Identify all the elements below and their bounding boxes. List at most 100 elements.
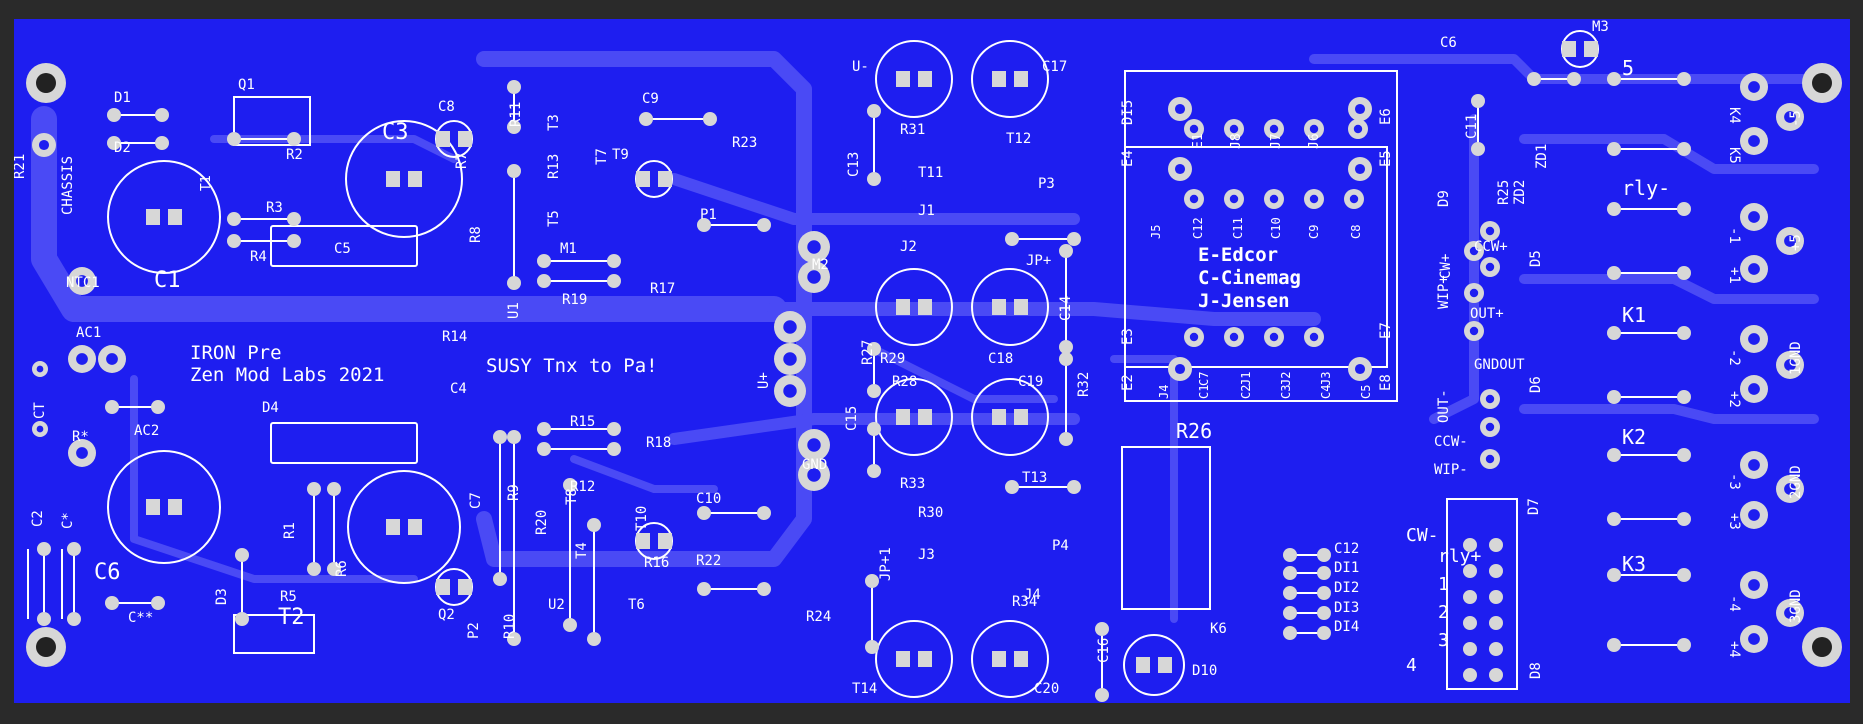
pad-hole [1354, 363, 1366, 375]
pad [757, 582, 771, 596]
pad-hole [783, 384, 797, 398]
label-c20: C20 [1034, 681, 1059, 697]
capacitor-pad [1014, 651, 1028, 667]
capacitor-outline [345, 120, 463, 238]
label-c7: C7 [468, 492, 484, 509]
label-di1: DI1 [1334, 560, 1359, 576]
label-r7: R7 [454, 152, 470, 169]
label-r-: R* [72, 429, 89, 445]
label-r10: R10 [502, 614, 518, 639]
pad-hole [1269, 332, 1279, 342]
pad [867, 422, 881, 436]
pad [865, 574, 879, 588]
pad [1607, 142, 1621, 156]
pad [235, 548, 249, 562]
label-3: 3 [1438, 630, 1449, 651]
label-u-: U+ [756, 372, 772, 389]
capacitors [107, 30, 1599, 698]
label-j7: J7 [1269, 133, 1284, 149]
mounting-hole-center [1812, 637, 1832, 657]
pad-hole [76, 447, 88, 459]
pad [227, 234, 241, 248]
pad [537, 422, 551, 436]
capacitor-pad [408, 171, 422, 187]
label-t10: T10 [634, 506, 650, 531]
label-out-: OUT+ [1470, 306, 1504, 322]
label-k5: K5 [1726, 147, 1742, 164]
label-c2: C2 [1239, 385, 1253, 399]
label-t12: T12 [1006, 131, 1031, 147]
capacitor-pad [992, 71, 1006, 87]
header-pin [1463, 564, 1477, 578]
label-4: 4 [1406, 655, 1417, 676]
label-cw-: CW- [1406, 525, 1439, 546]
label-t14: T14 [852, 681, 877, 697]
label-p3: P3 [1038, 176, 1055, 192]
pad [1471, 142, 1485, 156]
label-1: 1 [1438, 574, 1449, 595]
label-jp-1: JP+1 [878, 547, 894, 581]
label-c6: C6 [94, 560, 121, 585]
label-c19: C19 [1018, 374, 1043, 390]
board-credit: SUSY Tnx to Pa! [486, 355, 658, 377]
label-c-: C** [128, 610, 153, 626]
pad [155, 136, 169, 150]
label-j6: J6 [1307, 133, 1322, 149]
pad-hole [783, 352, 797, 366]
label-e4: E4 [1120, 150, 1136, 167]
pad-hole [1748, 383, 1760, 395]
pad-hole [1174, 363, 1186, 375]
capacitor-outline [971, 620, 1049, 698]
pad [1005, 232, 1019, 246]
label-t6: T6 [628, 597, 645, 613]
label-r11: R11 [508, 102, 524, 127]
pad-hole [1748, 579, 1760, 591]
label-r5: R5 [280, 589, 297, 605]
label-wip-: WIP+ [1436, 275, 1452, 309]
pad [1067, 232, 1081, 246]
pad [235, 612, 249, 626]
label-5: 5 [1622, 56, 1634, 80]
capacitor-pad [896, 71, 910, 87]
label-r21: R21 [14, 154, 28, 179]
pad [867, 384, 881, 398]
pad-hole [1269, 194, 1279, 204]
pad [867, 342, 881, 356]
label-r20: R20 [534, 510, 550, 535]
pad-hole [1485, 262, 1495, 272]
pad [507, 276, 521, 290]
label-r4: R4 [250, 249, 267, 265]
pad [151, 400, 165, 414]
pad [227, 212, 241, 226]
label-c-: C* [60, 512, 76, 529]
label-r30: R30 [918, 505, 943, 521]
pad [1059, 432, 1073, 446]
pad [507, 120, 521, 134]
label-j3: J3 [1319, 372, 1333, 386]
pad [563, 478, 577, 492]
pad-hole [1354, 163, 1366, 175]
pad [1677, 390, 1691, 404]
label-zd2: ZD2 [1512, 180, 1528, 205]
pad [287, 212, 301, 226]
pad [1677, 568, 1691, 582]
label-r9: R9 [506, 484, 522, 501]
pad-hole [1748, 333, 1760, 345]
pads [32, 72, 1804, 702]
pad [1677, 326, 1691, 340]
label-t3: T3 [546, 114, 562, 131]
capacitor-pad [992, 409, 1006, 425]
header-pin [1463, 668, 1477, 682]
label-r25: R25 [1496, 180, 1512, 205]
pad-hole [1485, 422, 1495, 432]
label-e1: E1 [1191, 133, 1206, 149]
label-3gnd: 3GND [1788, 589, 1804, 623]
pad-hole [1229, 194, 1239, 204]
label-di4: DI4 [1334, 619, 1359, 635]
capacitor-pad [168, 209, 182, 225]
pad [287, 132, 301, 146]
label-ccw-: CCW+ [1474, 239, 1508, 255]
pad-hole [38, 139, 50, 151]
pad-hole [76, 275, 88, 287]
pad-hole [1485, 226, 1495, 236]
